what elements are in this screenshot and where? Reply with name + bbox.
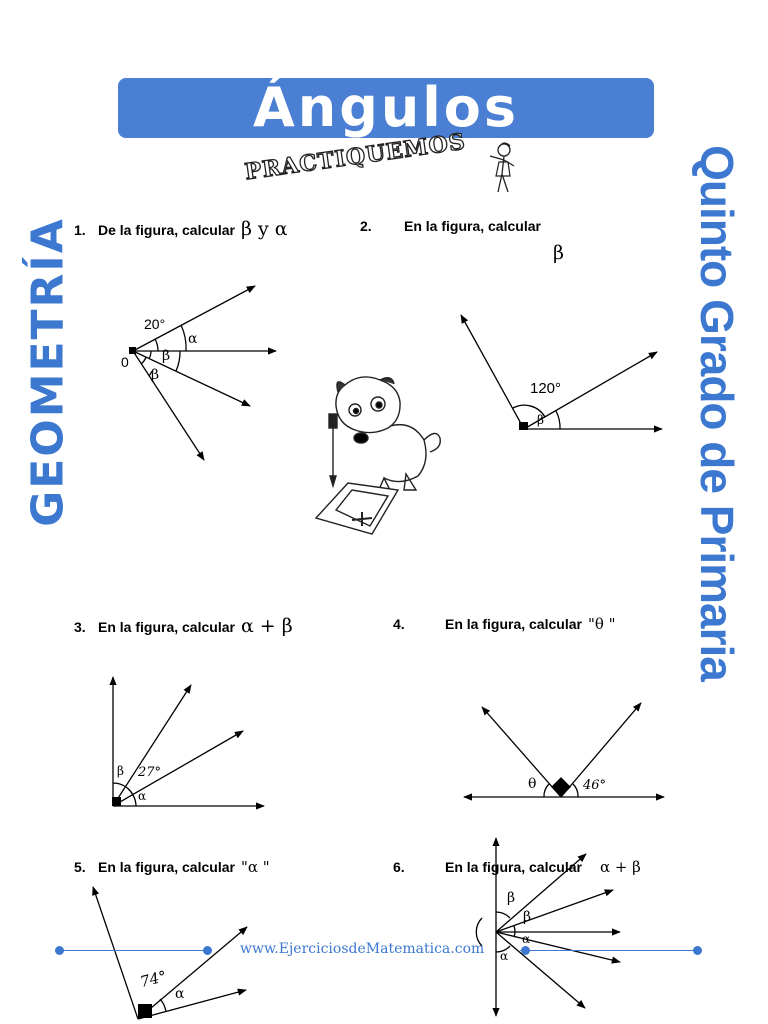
problem-6: 6. En la figura, calcular α + β [393, 858, 641, 876]
footer-line-right [520, 950, 698, 951]
figure-6 [475, 837, 621, 1017]
problem-math: α + β [599, 858, 641, 876]
problem-math: "θ " [587, 615, 616, 633]
problem-1: 1. De la figura, calcular β y α [74, 218, 288, 240]
footer-line-left [60, 950, 208, 951]
fig6-alpha-label: α [522, 932, 531, 946]
problem-text: En la figura, calcular [404, 218, 541, 234]
fig4-angle-label: 46° [583, 778, 607, 793]
footer-dot [203, 946, 212, 955]
fig5-alpha-label: α [175, 986, 185, 1002]
fig4-theta-label: θ [528, 776, 537, 792]
fig1-angle-label: 20° [144, 316, 166, 332]
footer-dot [521, 946, 530, 955]
footer-dot [693, 946, 702, 955]
fig3-beta-label: β [117, 764, 124, 778]
problem-2-math: β [553, 242, 564, 264]
fig2-angle-label: 120° [530, 380, 562, 397]
puppy-drawing-icon [314, 376, 441, 535]
fig1-alpha-label: α [188, 331, 198, 347]
fig1-beta-label: β [151, 367, 160, 383]
girl-drawing-icon [489, 142, 515, 193]
problem-number: 5. [74, 859, 86, 875]
figure-2 [460, 314, 663, 433]
problem-5: 5. En la figura, calcular "α " [74, 858, 270, 876]
problem-text: En la figura, calcular [98, 619, 235, 635]
problem-text: En la figura, calcular [445, 616, 582, 632]
figure-5 [92, 886, 248, 1020]
fig1-origin-label: 0 [121, 354, 129, 370]
problem-number: 3. [74, 619, 86, 635]
problem-number: 4. [393, 616, 405, 632]
fig2-beta-label: β [537, 413, 544, 427]
problem-math: β y α [240, 218, 288, 240]
title-banner: Ángulos [118, 78, 654, 138]
problem-math: "α " [240, 858, 270, 876]
problem-2: 2. En la figura, calcular [360, 218, 541, 234]
problem-math: α + β [240, 615, 293, 637]
footer-url[interactable]: www.EjerciciosdeMatematica.com [240, 941, 485, 957]
problem-4: 4. En la figura, calcular "θ " [393, 615, 616, 633]
page-title: Ángulos [252, 76, 520, 139]
problem-text: De la figura, calcular [98, 222, 235, 238]
fig1-beta-label: β [162, 348, 171, 364]
fig3-angle-label: 27° [138, 765, 162, 780]
problem-number: 6. [393, 859, 405, 875]
problem-3: 3. En la figura, calcular α + β [74, 615, 293, 637]
fig3-alpha-label: α [138, 789, 147, 803]
problem-number: 2. [360, 218, 372, 234]
problem-number: 1. [74, 222, 86, 238]
subtitle-area: PRACTIQUEMOS [240, 128, 540, 198]
fig6-beta-label: β [507, 890, 516, 906]
figure-3 [109, 676, 265, 810]
figure-4 [463, 702, 665, 801]
problem-text: En la figura, calcular [98, 859, 235, 875]
figure-1 [129, 285, 277, 461]
footer-dot [55, 946, 64, 955]
fig6-alpha-label: α [500, 949, 509, 963]
fig6-beta-label: β [523, 909, 532, 925]
problem-text: En la figura, calcular [445, 859, 582, 875]
